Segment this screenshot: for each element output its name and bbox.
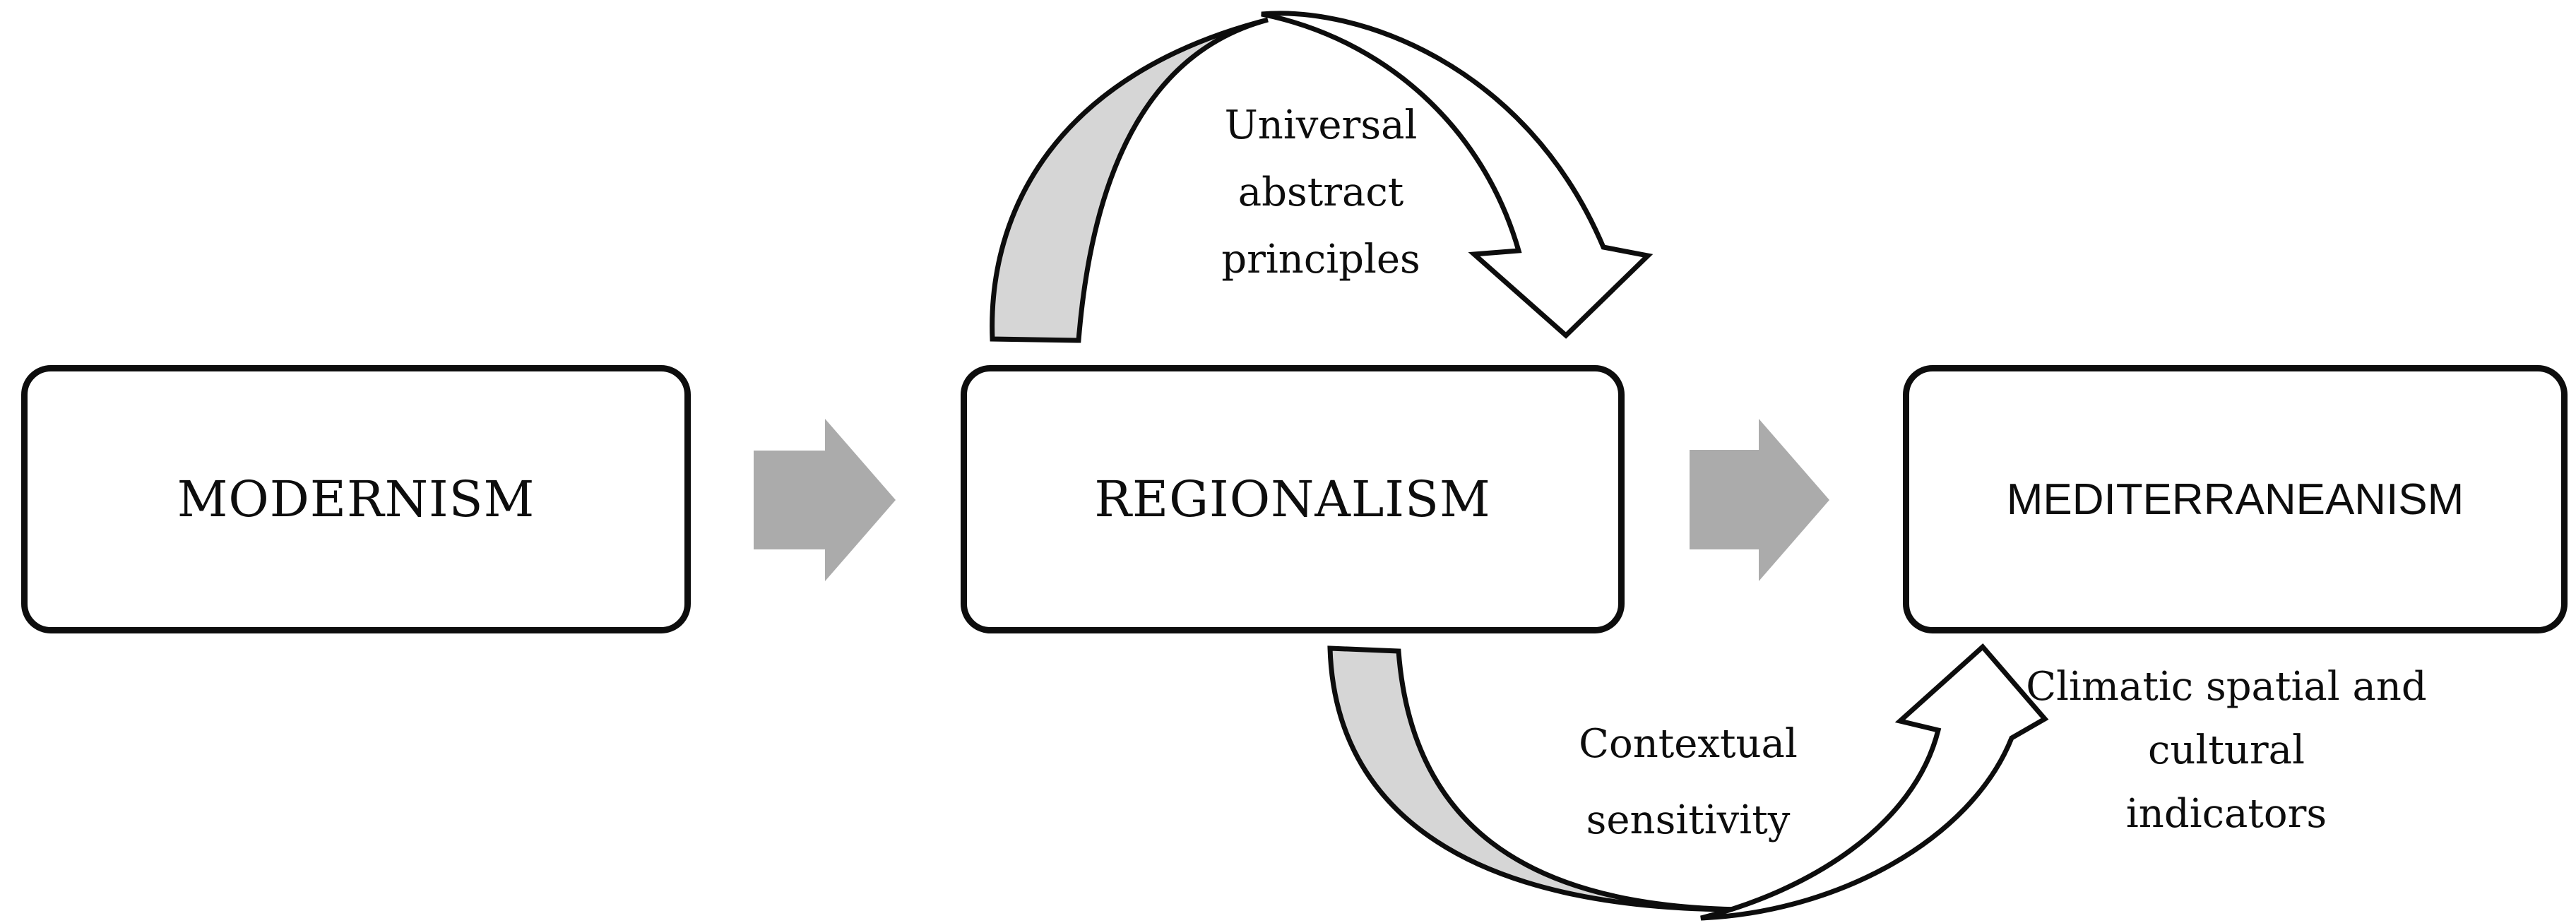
label-line: Climatic spatial and [2026, 664, 2427, 710]
label-line: principles [1221, 237, 1420, 282]
label-line: cultural [2148, 727, 2305, 773]
box-modernism-label: MODERNISM [177, 470, 535, 528]
box-modernism: MODERNISM [21, 365, 691, 633]
box-mediterraneanism: MEDITERRANEANISM [1903, 365, 2568, 633]
flow-arrow-right-icon [754, 419, 896, 581]
label-line: Universal [1224, 102, 1418, 148]
label-universal-abstract-principles: Universal abstract principles [1091, 92, 1550, 293]
box-regionalism: REGIONALISM [961, 365, 1625, 633]
label-line: sensitivity [1586, 797, 1791, 843]
label-line: Contextual [1579, 721, 1798, 767]
curved-arrow-bottom-head-icon [1700, 643, 2049, 921]
curved-arrow-top-head-icon [1261, 11, 1654, 339]
label-contextual-sensitivity: Contextual sensitivity [1459, 706, 1918, 859]
label-line: indicators [2125, 791, 2327, 837]
label-climatic-indicators: Climatic spatial and cultural indicators [1997, 655, 2456, 846]
flow-arrow-right-icon [1690, 419, 1829, 581]
curved-arrow-top-tail-icon [990, 17, 1269, 343]
box-mediterraneanism-label: MEDITERRANEANISM [2006, 475, 2464, 524]
label-line: abstract [1237, 169, 1404, 215]
box-regionalism-label: REGIONALISM [1094, 470, 1491, 528]
